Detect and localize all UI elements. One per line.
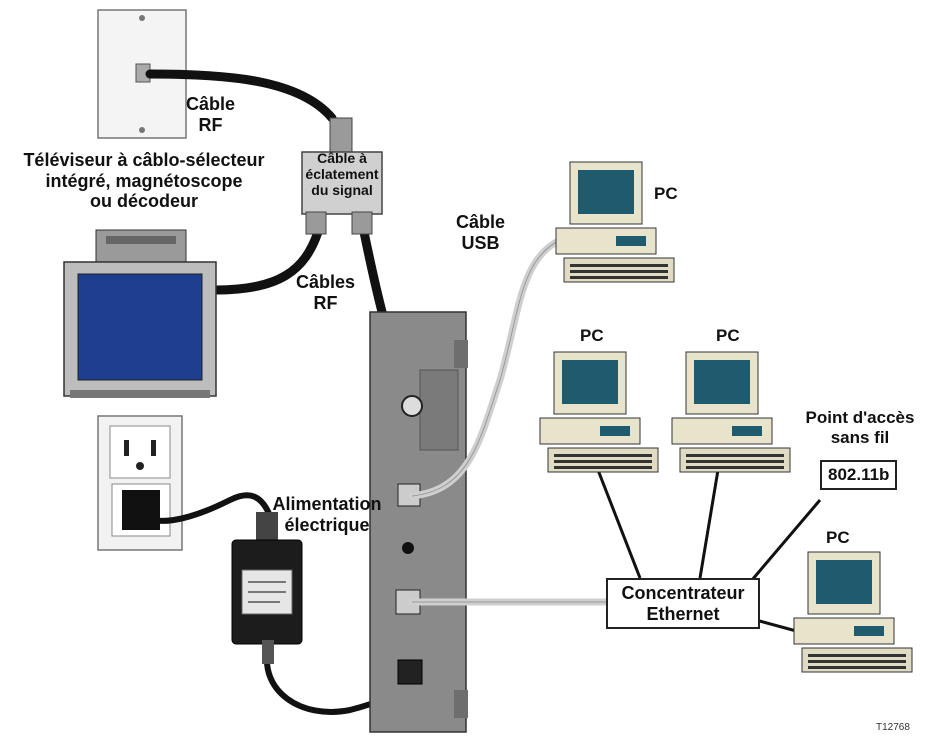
outlet-icon	[97, 415, 183, 551]
rf-cable-label: Câble RF	[186, 94, 236, 135]
ethernet-hub-box: Concentrateur Ethernet	[606, 578, 760, 630]
rf-cables-label: Câbles RF	[296, 272, 356, 313]
tv-icon	[63, 229, 217, 398]
splitter-label: Câble à éclatement du signal	[305, 150, 379, 199]
usb-cable-label: Câble USB	[456, 212, 506, 253]
wireless-standard-box: 802.11b	[820, 460, 898, 490]
pc-icon	[555, 161, 675, 283]
power-supply-icon	[231, 512, 303, 664]
power-label: Alimentation électrique	[272, 494, 382, 535]
tv-label: Téléviseur à câblo-sélecteur intégré, ma…	[23, 150, 265, 212]
figure-id: T12768	[876, 722, 910, 733]
pc-label-bottom: PC	[826, 528, 850, 547]
wireless-label: Point d'accès sans fil	[805, 408, 915, 447]
pc-icon	[793, 551, 913, 673]
pc-label-mid-left: PC	[580, 326, 604, 345]
hub-lines	[596, 469, 822, 634]
cable-modem-icon	[369, 311, 468, 733]
pc-icon	[539, 351, 659, 473]
pc-label-mid-right: PC	[716, 326, 740, 345]
splitter-icon	[301, 117, 383, 235]
pc-icon	[671, 351, 791, 473]
pc-label-top: PC	[654, 184, 678, 203]
